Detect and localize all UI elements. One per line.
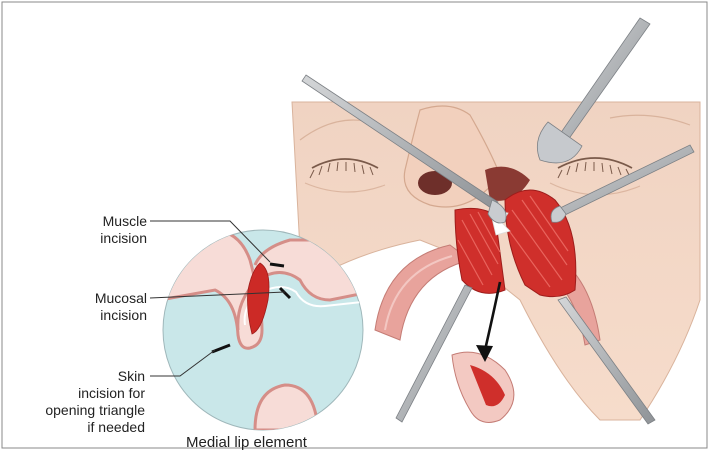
label-line: Muscle	[100, 213, 147, 230]
label-line: Skin	[45, 368, 145, 385]
muscle-incision-mark	[270, 264, 284, 266]
skin-incision-label: Skin incision for opening triangle if ne…	[45, 368, 145, 436]
label-line: Mucosal	[95, 290, 147, 307]
label-line: if needed	[45, 419, 145, 436]
muscle-incision-label: Muscle incision	[100, 213, 147, 247]
inset-caption: Medial lip element	[186, 434, 307, 451]
mucosal-incision-label: Mucosal incision	[95, 290, 147, 324]
label-line: incision for	[45, 385, 145, 402]
label-line: incision	[100, 230, 147, 247]
curved-arrow	[476, 282, 500, 362]
label-line: incision	[95, 307, 147, 324]
label-line: opening triangle	[45, 402, 145, 419]
excised-flap	[452, 352, 514, 422]
